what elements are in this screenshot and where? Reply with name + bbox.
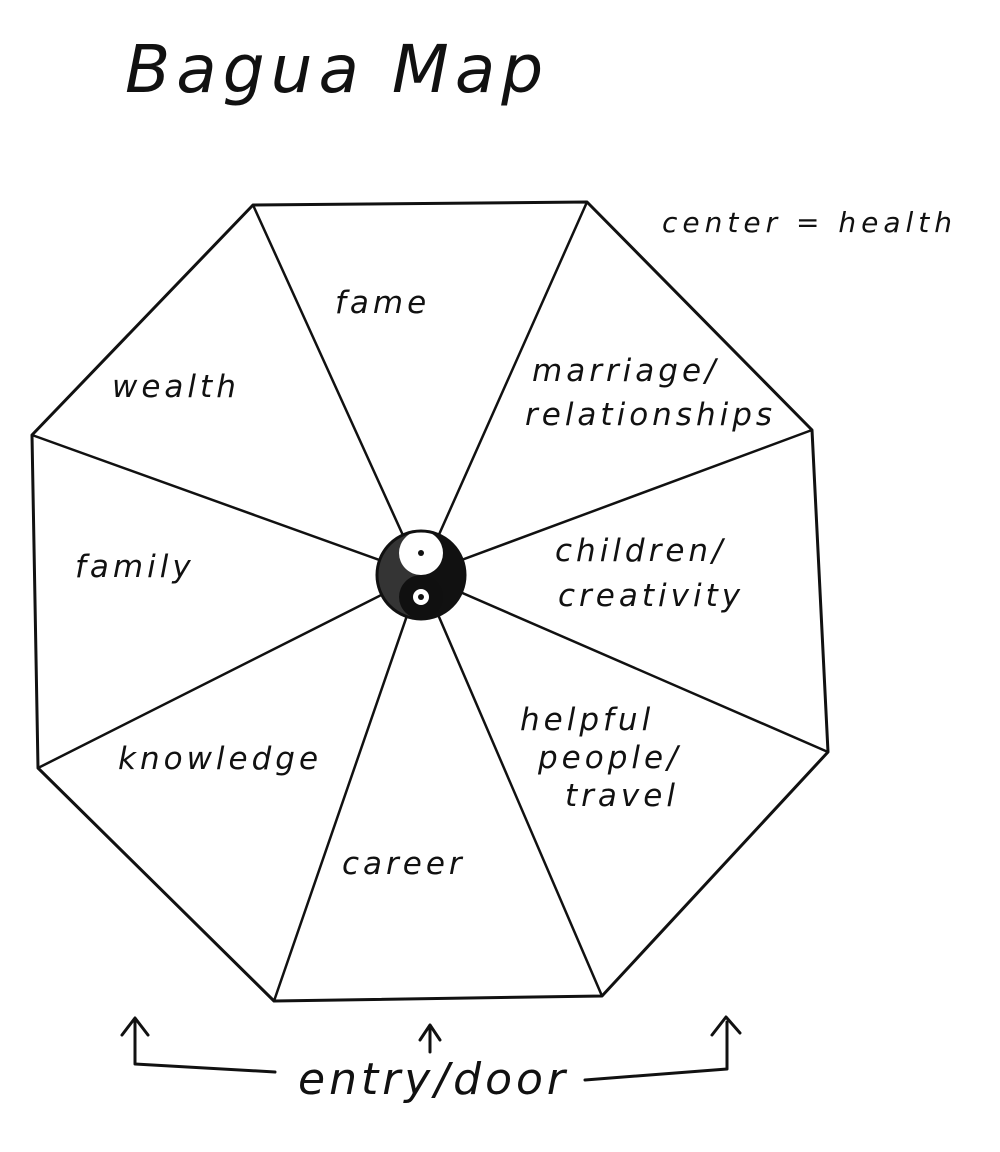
center-note: center = health xyxy=(662,206,957,239)
spoke-line xyxy=(419,428,814,577)
area-label-family: family xyxy=(75,549,195,585)
spoke-line xyxy=(419,573,830,754)
spoke-line xyxy=(272,573,423,1003)
area-label-knowledge: knowledge xyxy=(118,741,322,777)
arrow-head-up-icon xyxy=(710,1015,742,1037)
spokes xyxy=(30,200,830,1003)
entry-arrow-right xyxy=(583,1020,729,1082)
entry-arrows xyxy=(120,1015,742,1082)
entry-label: entry/door xyxy=(298,1054,569,1105)
entry-arrow-left xyxy=(133,1020,277,1074)
area-label-marriage: marriage/ relationships xyxy=(525,353,776,433)
area-label-helpful-people: helpful people/ travel xyxy=(520,702,695,814)
spoke-line xyxy=(251,203,423,577)
spoke-line xyxy=(30,433,423,577)
spoke-line xyxy=(419,573,604,998)
area-label-career: career xyxy=(342,846,466,882)
yin-yang-icon xyxy=(375,529,467,621)
spoke-line xyxy=(419,200,589,577)
arrow-head-up-icon xyxy=(418,1023,442,1042)
diagram-title: Bagua Map xyxy=(125,31,549,108)
spoke-line xyxy=(36,573,423,770)
arrow-head-up-icon xyxy=(120,1016,150,1037)
area-label-wealth: wealth xyxy=(112,369,240,405)
area-label-children: children/ creativity xyxy=(555,533,744,614)
area-label-fame: fame xyxy=(335,285,430,321)
